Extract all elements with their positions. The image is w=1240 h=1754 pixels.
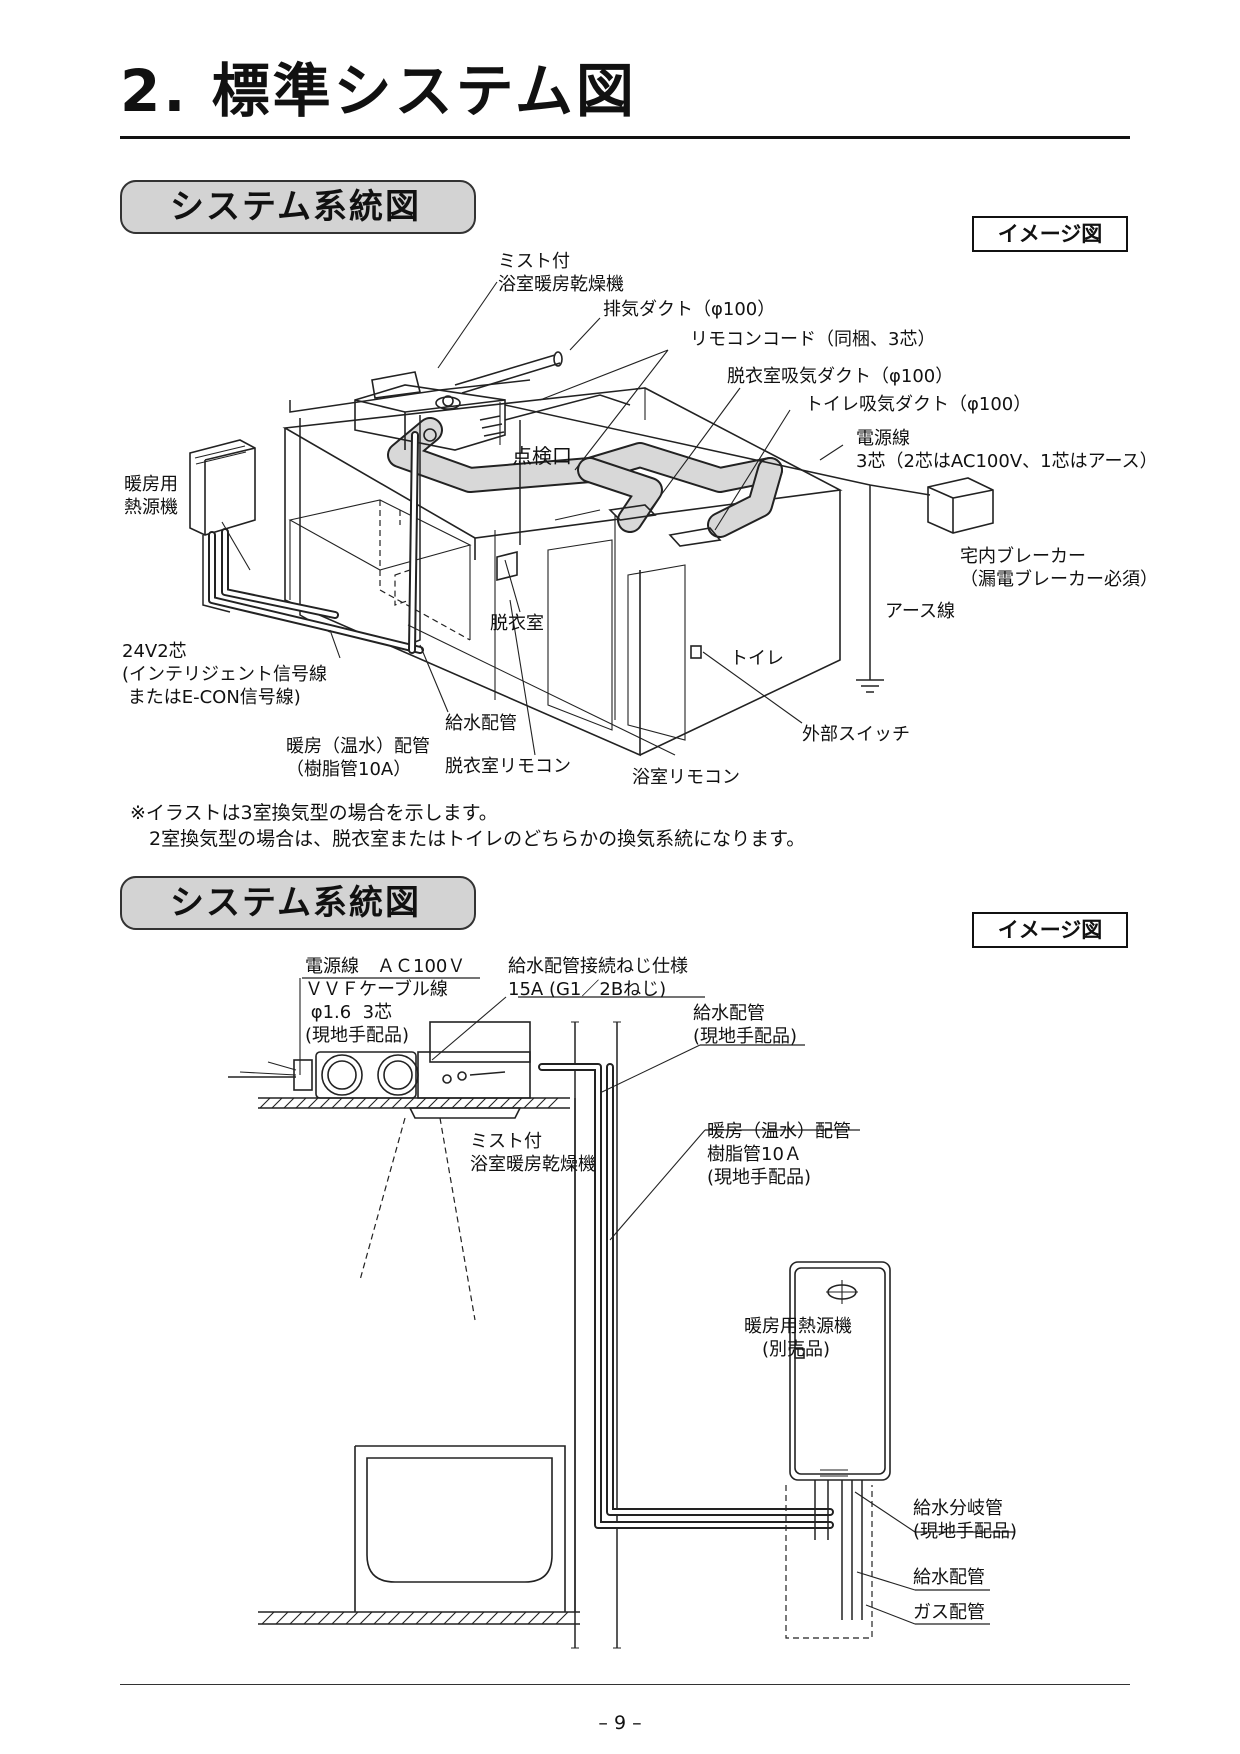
label-dressing-remote: 脱衣室リモコン	[445, 756, 571, 777]
bathtub	[354, 1445, 566, 1612]
label-branch-pipe: 給水分岐管 (現地手配品)	[913, 1498, 1018, 1542]
label-toilet: トイレ	[730, 648, 784, 669]
note-line-1: ※イラストは3室換気型の場合を示します。	[130, 802, 498, 824]
section1-image-tag: イメージ図	[972, 216, 1128, 252]
label-inspection-port: 点検口	[512, 444, 572, 468]
breaker-box	[927, 477, 994, 534]
label-earth-line: アース線	[885, 601, 956, 622]
label-heating-pipe-1: 暖房（温水）配管 （樹脂管10A）	[286, 736, 430, 780]
remote-control-icon	[496, 550, 518, 582]
label-signal-line: 24V2芯 (インテリジェント信号線 またはE-CON信号線)	[122, 641, 328, 708]
label-external-switch: 外部スイッチ	[802, 724, 910, 745]
label-mist-unit-2: ミスト付 浴室暖房乾燥機	[470, 1131, 596, 1175]
label-breaker: 宅内ブレーカー （漏電ブレーカー必須）	[960, 546, 1158, 590]
note-line-2: 2室換気型の場合は、脱衣室またはトイレのどちらかの換気系統になります。	[130, 828, 806, 850]
label-water-pipe-1: 給水配管	[445, 713, 517, 734]
bath-dryer-unit	[354, 371, 506, 451]
label-remote-cord: リモコンコード（同梱、3芯）	[690, 329, 936, 350]
heat-source-unit-1	[189, 439, 256, 536]
page-title: 2. 標準システム図	[120, 57, 637, 125]
label-exhaust-duct: 排気ダクト（φ100）	[603, 299, 776, 320]
switch-icon	[690, 645, 702, 659]
label-bath-remote: 浴室リモコン	[632, 767, 740, 788]
ducts	[387, 417, 783, 547]
label-toilet-duct: トイレ吸気ダクト（φ100）	[805, 394, 1032, 415]
label-dressing-duct: 脱衣室吸気ダクト（φ100）	[727, 366, 954, 387]
leader-lines-2	[299, 977, 1015, 1625]
earth-ground-icon	[856, 679, 884, 693]
label-heat-source-1: 暖房用 熱源機	[124, 474, 178, 518]
label-heat-source-2: 暖房用熱源機 (別売品)	[744, 1316, 852, 1360]
label-water-pipe-3: 給水配管	[913, 1567, 985, 1588]
label-heating-pipe-2: 暖房（温水）配管 樹脂管10Ａ (現地手配品)	[707, 1121, 851, 1188]
heat-source-unit-2	[789, 1261, 891, 1481]
floor-slab	[258, 1611, 580, 1625]
label-dressing-room: 脱衣室	[490, 613, 544, 634]
label-gas-pipe: ガス配管	[913, 1602, 985, 1623]
ceiling-slab	[258, 1097, 570, 1109]
section2-image-tag: イメージ図	[972, 912, 1128, 948]
label-thread-spec: 給水配管接続ねじ仕様 15A (G1／2Bねじ)	[508, 956, 688, 1000]
title-rule	[120, 136, 1130, 139]
label-mist-unit: ミスト付 浴室暖房乾燥機	[498, 251, 624, 295]
label-water-pipe-2: 給水配管 (現地手配品)	[693, 1003, 798, 1047]
section2-heading: システム系統図	[120, 876, 476, 930]
leader-lines-1	[221, 281, 844, 756]
house-box	[282, 387, 843, 757]
label-power-cable: 電源線 ＡＣ100Ｖ ＶＶＦケーブル線 φ1.6 3芯 (現地手配品)	[305, 956, 466, 1046]
label-power-line: 電源線 3芯（2芯はAC100V、1芯はアース）	[856, 428, 1158, 472]
section1-heading: システム系統図	[120, 180, 476, 234]
footer-rule	[120, 1684, 1130, 1685]
page-number: – 9 –	[598, 1712, 642, 1734]
